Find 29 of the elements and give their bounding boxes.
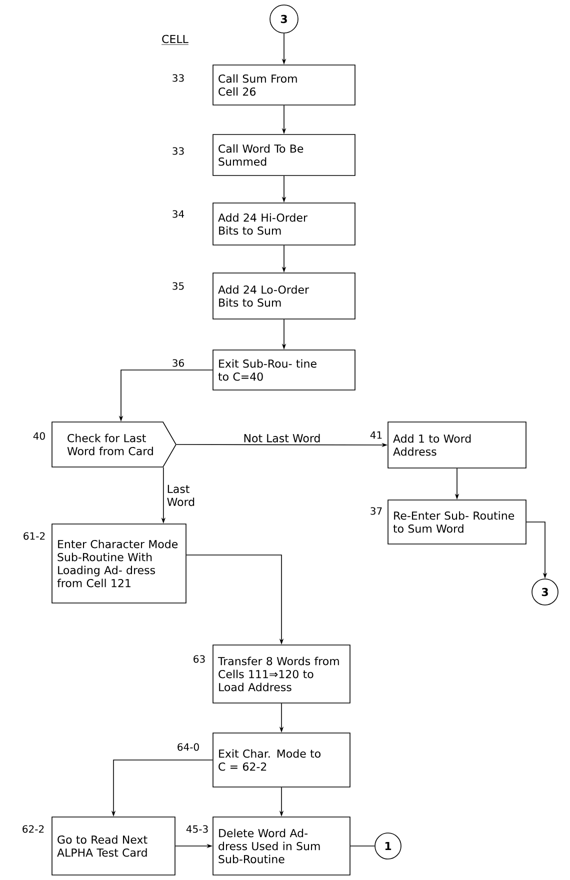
process-box: Call Word To Be Summed xyxy=(212,134,356,176)
process-box: Call Sum From Cell 26 xyxy=(212,64,356,106)
edge-label: Not Last Word xyxy=(244,434,320,442)
cell-number: 64-0 xyxy=(178,743,199,751)
process-box: Delete Word Ad- dress Used in Sum Sub-Routine xyxy=(212,816,350,876)
cell-number: 34 xyxy=(172,210,184,218)
cell-number: 63 xyxy=(194,655,205,663)
column-heading: CELL xyxy=(161,34,189,45)
process-box: Go to Read Next ALPHA Test Card xyxy=(52,816,176,876)
cell-number: 45-3 xyxy=(186,825,208,833)
cell-number: 35 xyxy=(172,282,184,290)
process-box: Transfer 8 Words from Cells 111⇒120 to Load Address xyxy=(212,644,350,704)
cell-number: 40 xyxy=(33,432,45,440)
cell-number: 36 xyxy=(172,359,184,367)
process-box: Enter Character Mode Sub-Routine With Loading Ad- dress from Cell 121 xyxy=(52,524,186,604)
cell-number: 33 xyxy=(172,147,184,155)
cell-number: 61-2 xyxy=(24,532,45,540)
cell-number: 62-2 xyxy=(22,825,44,833)
process-box: Exit Sub-Rou- tine to C=40 xyxy=(212,350,356,390)
process-box: Add 1 to Word Address xyxy=(388,422,526,468)
process-box: Add 24 Hi-Order Bits to Sum xyxy=(212,202,356,246)
process-box: Re-Enter Sub- Routine to Sum Word xyxy=(388,500,526,544)
cell-number: 41 xyxy=(370,431,382,439)
process-box: Add 24 Lo-Order Bits to Sum xyxy=(212,272,356,320)
process-box: Exit Char. Mode to C = 62-2 xyxy=(212,732,350,788)
cell-number: 37 xyxy=(370,507,382,515)
cell-number: 33 xyxy=(172,74,184,82)
edge-label: Last Word xyxy=(167,484,194,506)
decision-box: Check for Last Word from Card xyxy=(52,422,176,468)
